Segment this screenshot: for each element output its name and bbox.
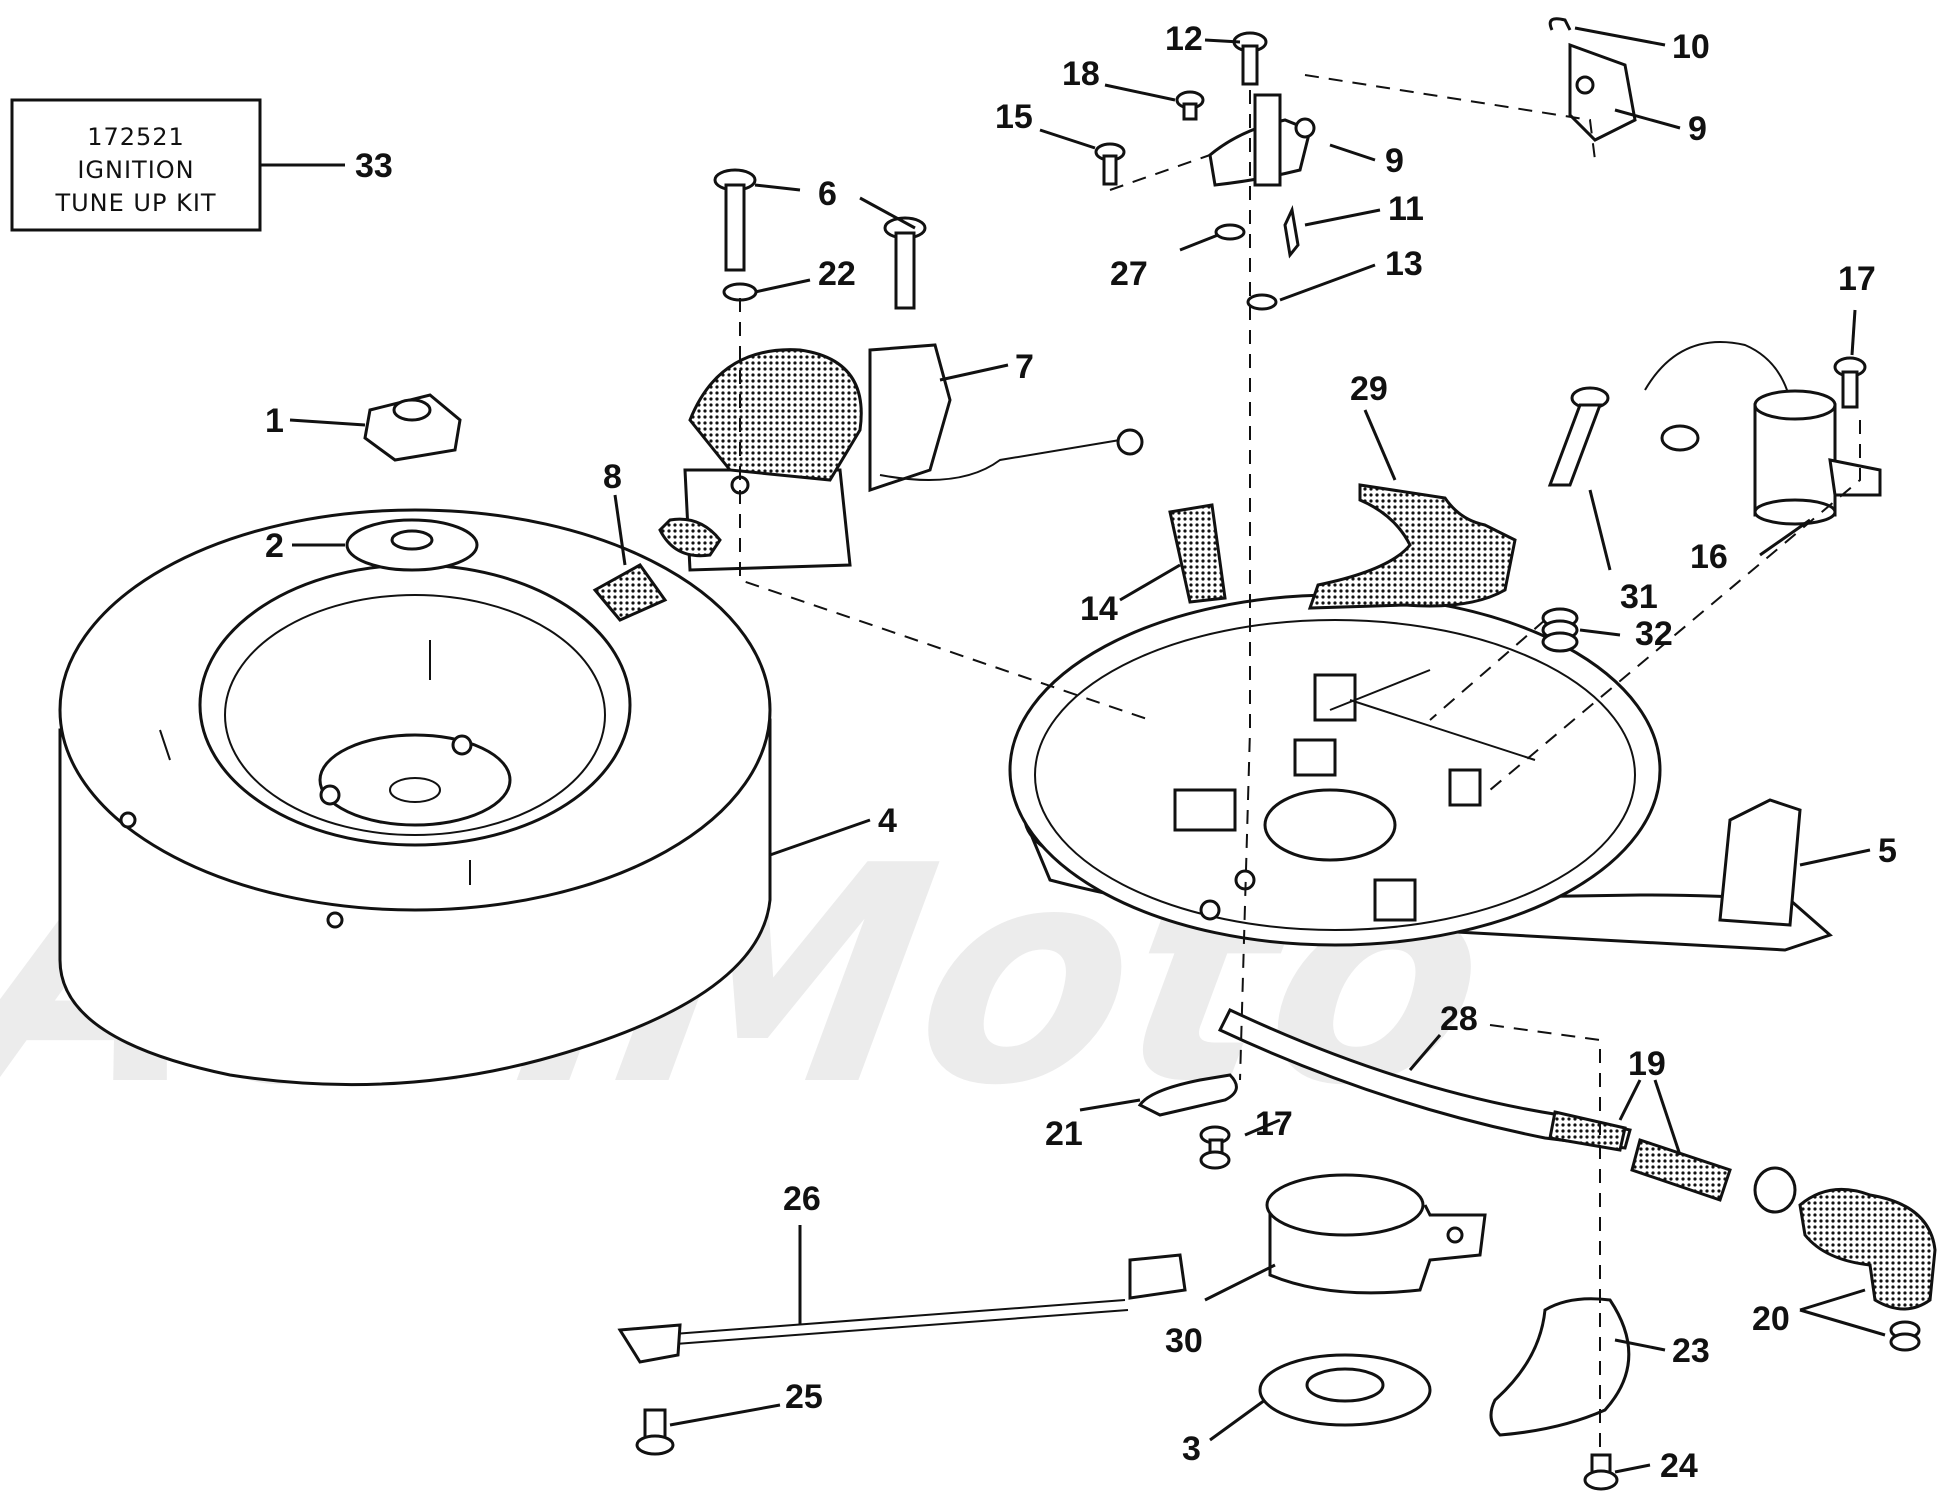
screw-24	[1583, 1453, 1619, 1491]
callout-29: 29	[1350, 370, 1388, 408]
callout-6: 6	[818, 175, 837, 213]
screw-17-bottom	[1199, 1125, 1231, 1170]
felt-pad-29	[1307, 483, 1517, 610]
callout-3: 3	[1182, 1430, 1201, 1468]
callout-12: 12	[1165, 20, 1203, 58]
washer-27	[1214, 223, 1246, 241]
felt-wick-14	[1168, 503, 1227, 604]
callout-30: 30	[1165, 1322, 1203, 1360]
callout-9-right: 9	[1688, 110, 1707, 148]
callout-5: 5	[1878, 832, 1897, 870]
boot-20	[1798, 1187, 1937, 1311]
coil-screw-b	[883, 216, 927, 310]
leader-lines	[260, 26, 1886, 1474]
spring-32	[1541, 607, 1579, 653]
callout-7: 7	[1015, 348, 1034, 386]
callout-27: 27	[1110, 255, 1148, 293]
ignition-coil	[658, 343, 1144, 572]
flywheel	[58, 508, 772, 1087]
callout-11: 11	[1388, 190, 1424, 228]
washer-3	[1258, 1353, 1432, 1427]
callout-13: 13	[1385, 245, 1423, 283]
boot-19	[1630, 1138, 1732, 1202]
flywheel-washer	[345, 518, 479, 572]
callout-16: 16	[1690, 538, 1728, 576]
kit-part-number: 172521	[87, 123, 185, 151]
kit-title-line1: IGNITION	[77, 156, 194, 184]
callout-4: 4	[878, 802, 897, 840]
callout-32: 32	[1635, 615, 1673, 653]
high-tension-lead	[1217, 1008, 1632, 1152]
ground-strap	[617, 1253, 1187, 1364]
coil-screw-a	[713, 168, 757, 272]
pin-11	[1283, 205, 1300, 259]
callout-10: 10	[1672, 28, 1710, 66]
callout-23: 23	[1672, 1332, 1710, 1370]
callout-21: 21	[1045, 1115, 1083, 1153]
breaker-points-9-right	[1568, 42, 1637, 142]
armature-plate	[1008, 593, 1833, 952]
callout-26: 26	[783, 1180, 821, 1218]
callout-20: 20	[1752, 1300, 1790, 1338]
flywheel-nut	[363, 393, 462, 462]
plate-23	[1489, 1297, 1631, 1437]
clip-10	[1548, 17, 1572, 31]
terminal-21	[1137, 1073, 1238, 1117]
kit-title-line2: TUNE UP KIT	[54, 189, 216, 217]
callout-22: 22	[818, 255, 856, 293]
callout-24: 24	[1660, 1447, 1698, 1485]
callout-33: 33	[355, 147, 393, 185]
screw-18	[1175, 90, 1205, 121]
callout-8: 8	[603, 458, 622, 496]
callout-2: 2	[265, 527, 284, 565]
callout-9-left: 9	[1385, 142, 1404, 180]
tune-up-kit-box: 172521 IGNITION TUNE UP KIT	[10, 98, 262, 232]
coil-washer	[722, 282, 758, 302]
callout-1: 1	[265, 402, 284, 440]
screw-17-top	[1833, 356, 1867, 409]
callout-14: 14	[1080, 590, 1118, 628]
assembly-lines	[739, 74, 1861, 1450]
condenser	[1644, 341, 1882, 526]
callout-19: 19	[1628, 1045, 1666, 1083]
clamp-30	[1265, 1173, 1487, 1295]
breaker-points-9-left	[1208, 93, 1316, 187]
callout-31: 31	[1620, 578, 1658, 616]
grommet	[1753, 1166, 1797, 1214]
screw-31	[1547, 386, 1610, 487]
spark-plug-boot-8	[592, 563, 668, 622]
callout-25: 25	[785, 1378, 823, 1416]
screw-25	[635, 1408, 675, 1456]
callout-18: 18	[1062, 55, 1100, 93]
callout-labels: 33 1 2 4 5 6 7 8 9 9 10 11 12 13 14 15 1…	[265, 20, 1897, 1485]
callout-28: 28	[1440, 1000, 1478, 1038]
spring-20	[1889, 1320, 1921, 1352]
washer-13	[1246, 293, 1278, 311]
callout-17-bottom: 17	[1255, 1105, 1293, 1143]
screw-12	[1232, 31, 1268, 86]
callout-15: 15	[995, 98, 1033, 136]
callout-17-top: 17	[1838, 260, 1876, 298]
screw-15	[1094, 142, 1126, 186]
